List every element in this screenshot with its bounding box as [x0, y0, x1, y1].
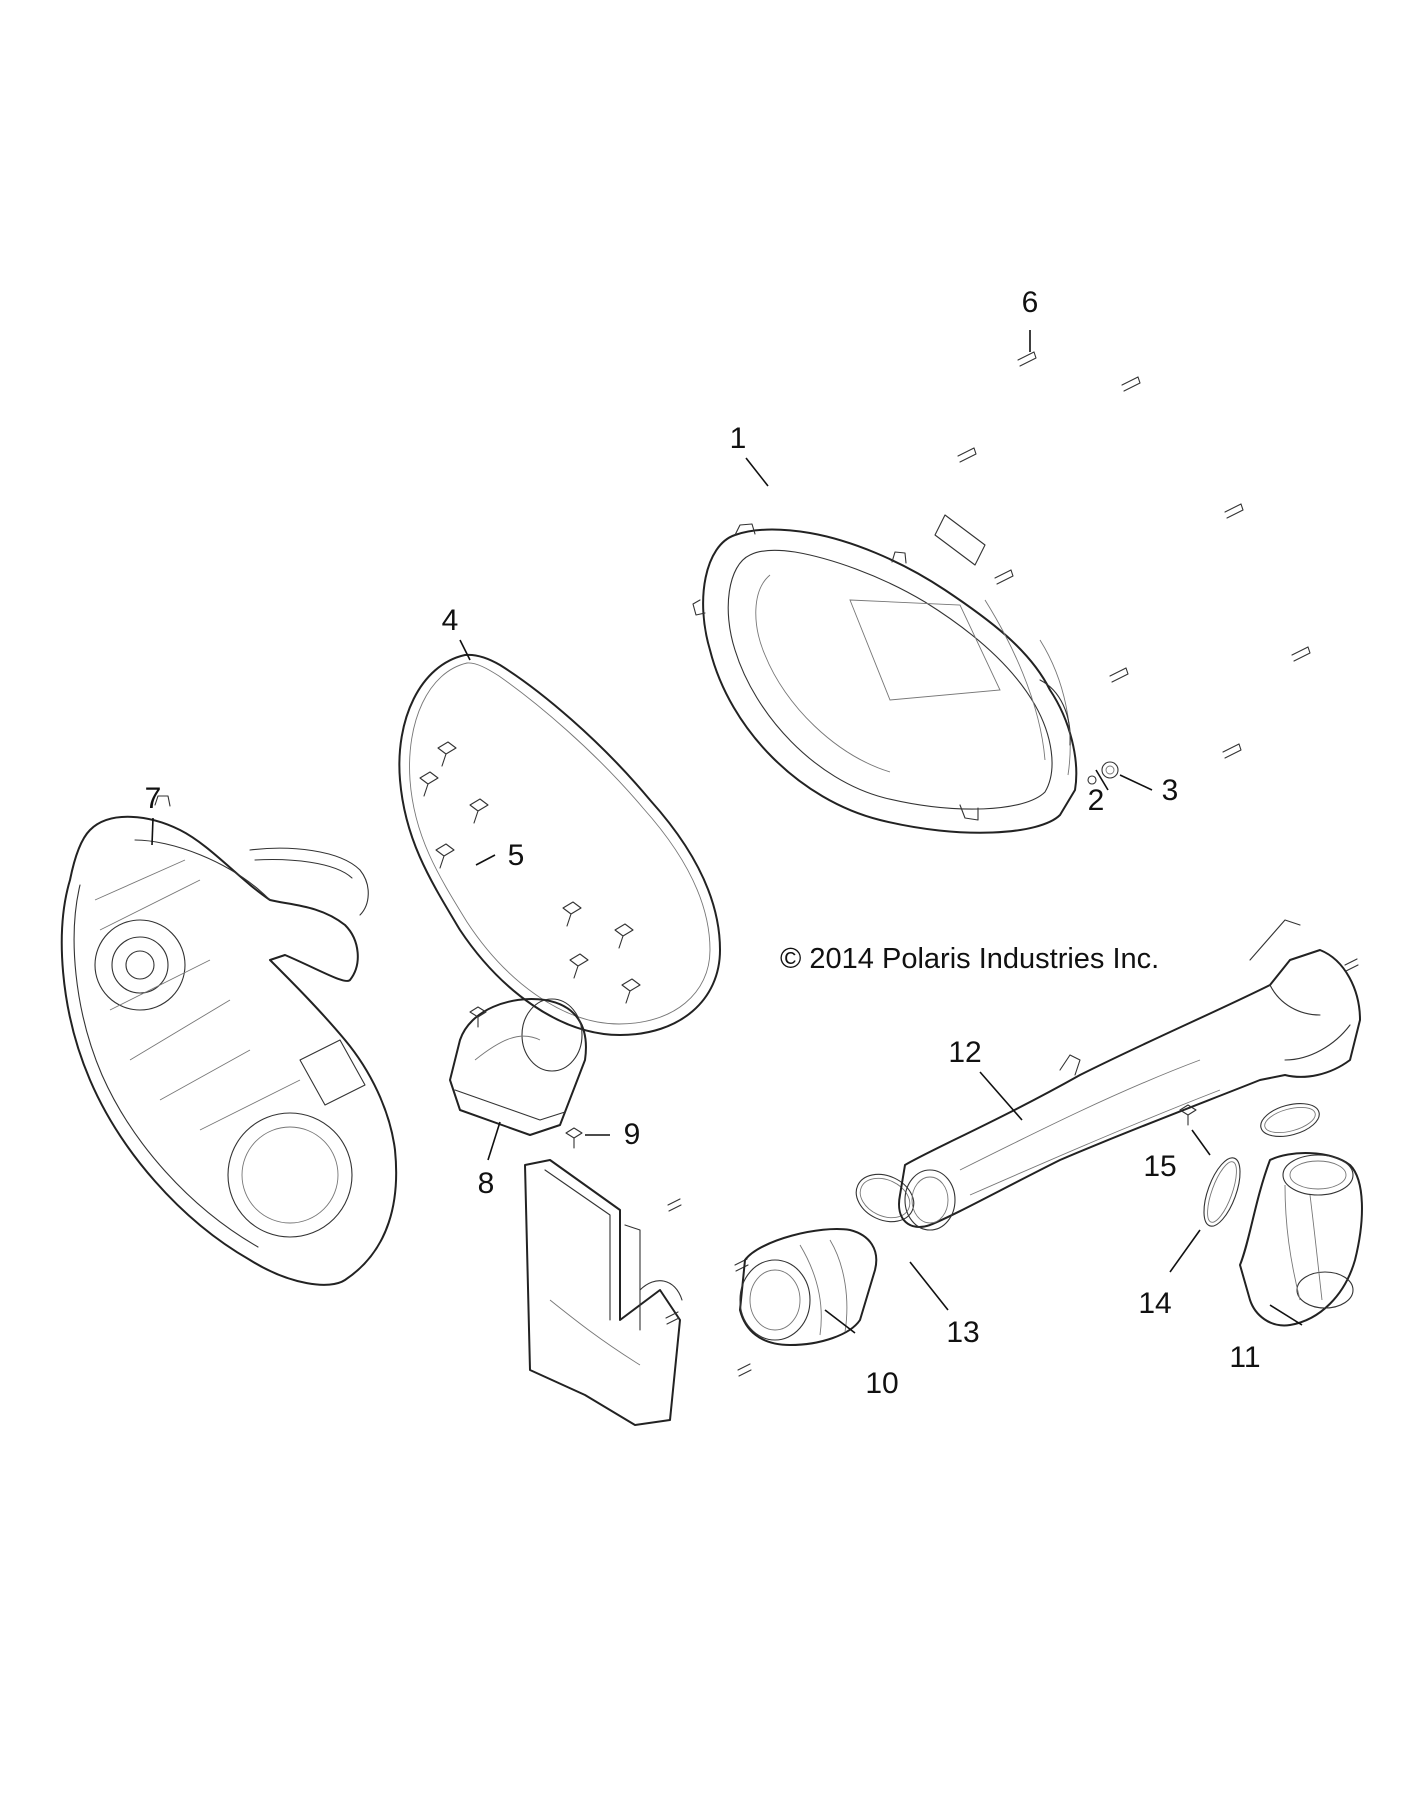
label-plate	[934, 514, 986, 566]
callout-13: 13	[946, 1316, 979, 1349]
callout-6: 6	[1022, 286, 1039, 319]
air-intake-base	[524, 1159, 683, 1426]
callout-5: 5	[508, 839, 525, 872]
callout-11: 11	[1229, 1341, 1260, 1374]
part-5-bolts	[419, 741, 641, 1004]
duct-screw	[1344, 958, 1359, 972]
leader-lines	[151, 330, 1303, 1334]
callout-3: 3	[1162, 774, 1179, 807]
part-9-screws	[469, 1006, 583, 1149]
callout-labels: 6 1 2 3 4 5 7 8 9 10 11 12 13 14 15	[145, 286, 1261, 1400]
part-13-clamp	[855, 1173, 915, 1223]
callout-2: 2	[1088, 784, 1105, 817]
callout-15: 15	[1143, 1150, 1176, 1183]
part-2-o-ring	[1087, 775, 1097, 785]
part-10-intake-boot	[739, 1228, 878, 1346]
part-4-seal	[398, 653, 721, 1036]
part-14-clamps	[1203, 1103, 1320, 1227]
callout-12: 12	[948, 1036, 981, 1069]
part-6-screws	[957, 351, 1311, 759]
part-7-inner-clutch-cover	[60, 795, 398, 1286]
part-15-screw	[1179, 1104, 1197, 1126]
callout-1: 1	[730, 422, 747, 455]
part-8-duct-elbow	[449, 998, 587, 1136]
part-3-nut	[1101, 761, 1119, 779]
callout-14: 14	[1138, 1287, 1171, 1320]
part-12-intake-duct	[898, 919, 1361, 1231]
part-1-outer-clutch-cover	[692, 523, 1078, 834]
callout-4: 4	[442, 604, 459, 637]
copyright-notice: © 2014 Polaris Industries Inc.	[780, 943, 1159, 975]
callout-9: 9	[624, 1118, 641, 1151]
part-11-outlet-boot	[1239, 1152, 1363, 1327]
callout-7: 7	[145, 782, 162, 815]
callout-8: 8	[478, 1167, 495, 1200]
callout-10: 10	[865, 1367, 898, 1400]
base-screws	[665, 1198, 752, 1377]
